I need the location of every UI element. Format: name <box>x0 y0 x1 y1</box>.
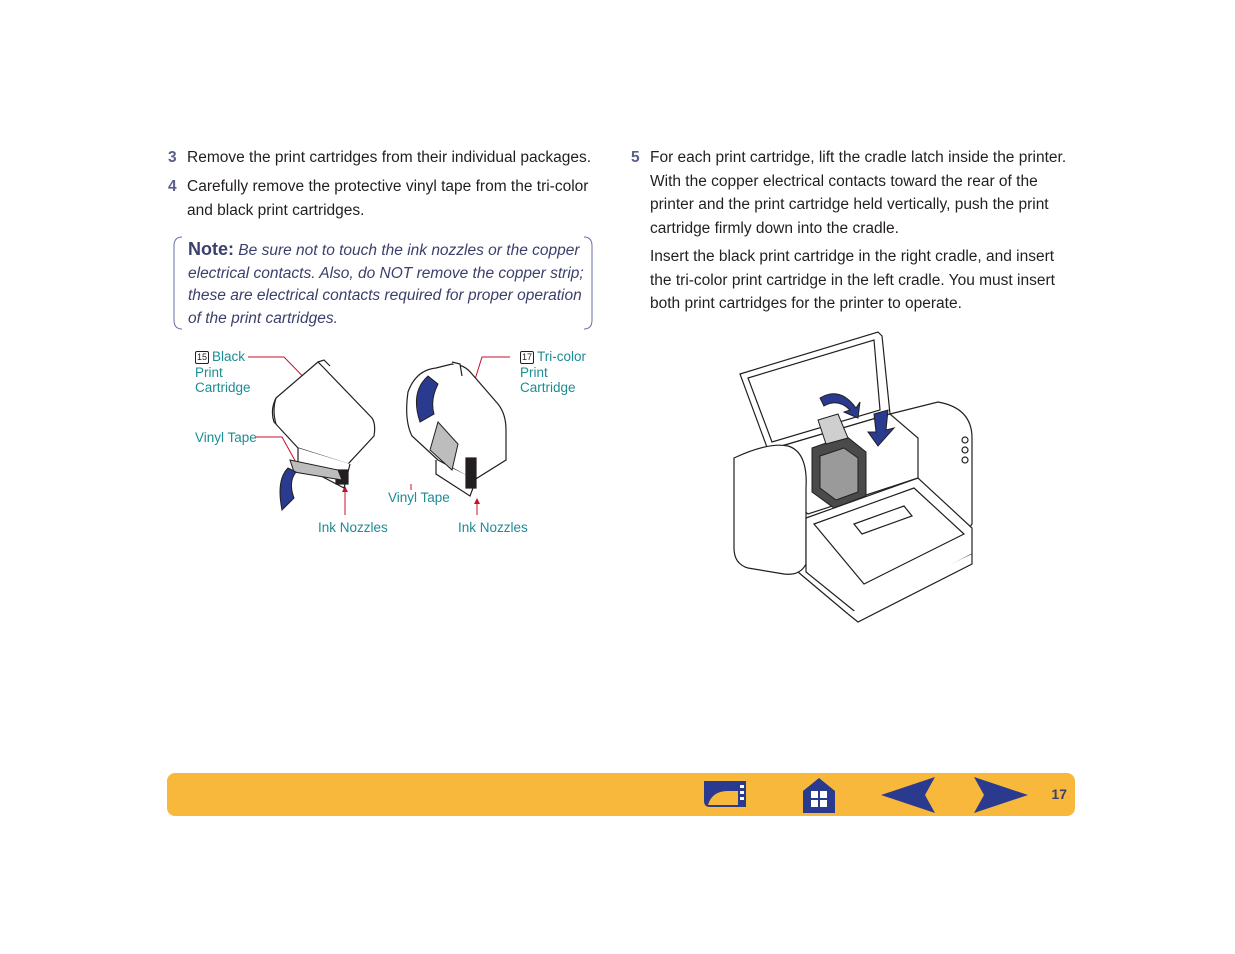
tricolor-cartridge <box>406 361 507 497</box>
insert-line-2: the tri-color print cartridge in the lef… <box>650 271 1055 289</box>
black-label-line-2: Print <box>195 364 223 380</box>
step-4-number: 4 <box>168 178 177 195</box>
printer-lid <box>739 331 891 451</box>
insert-line-3: both print cartridges for the printer to… <box>650 295 962 312</box>
step-3: 3 Remove the print cartridges from their… <box>168 146 592 170</box>
black-tape <box>289 459 343 481</box>
note-label: Note: <box>188 239 234 259</box>
label-ink-nozzles-left: Ink Nozzles <box>318 520 388 535</box>
tricolor-tape <box>429 420 459 471</box>
note-line-2: electrical contacts. Also, do NOT remove… <box>188 264 584 282</box>
tricolor-label-line-3: Cartridge <box>520 380 576 395</box>
printer-body-left <box>733 444 807 575</box>
note-line-1: Be sure not to touch the ink nozzles or … <box>234 242 580 259</box>
black-label-line-1: Black <box>212 349 246 364</box>
label-ink-nozzles-right: Ink Nozzles <box>458 520 528 535</box>
step-3-number: 3 <box>168 149 177 166</box>
step-4-line-2: and black print cartridges. <box>187 201 365 219</box>
previous-page-icon[interactable] <box>879 777 939 813</box>
cartridges-illustration <box>248 356 510 515</box>
tricolor-cartridge-badge: 17 <box>520 351 535 364</box>
note-line-4: of the print cartridges. <box>188 309 338 327</box>
step-5-line-2: With the copper electrical contacts towa… <box>650 172 1038 190</box>
next-page-icon[interactable] <box>970 777 1030 813</box>
page-number: 17 <box>1051 786 1067 802</box>
navigation-bar: 17 <box>167 773 1075 816</box>
black-tape-arrow <box>279 467 297 512</box>
cartridge-cradle <box>811 413 867 509</box>
note: Note: Be sure not to touch the ink nozzl… <box>188 238 588 330</box>
tricolor-label-line-1: Tri-color <box>537 349 587 364</box>
label-vinyl-tape-left: Vinyl Tape <box>195 430 257 445</box>
insert-paragraph: Insert the black print cartridge in the … <box>650 245 1080 316</box>
cartridge-arrow-down <box>867 409 896 447</box>
step-3-text: Remove the print cartridges from their i… <box>187 149 592 166</box>
step-5-line-4: cartridge firmly down into the cradle. <box>650 219 899 237</box>
printer-illustration <box>733 331 973 623</box>
tricolor-tape-arrow <box>415 375 439 423</box>
home-icon[interactable] <box>799 777 839 813</box>
step-4-line-1: Carefully remove the protective vinyl ta… <box>187 178 589 195</box>
cartridge-arrow-curved <box>819 393 861 419</box>
note-line-3: these are electrical contacts required f… <box>188 287 582 304</box>
insert-line-1: Insert the black print cartridge in the … <box>650 248 1055 265</box>
step-5-number: 5 <box>631 149 640 166</box>
step-5-line-3: printer and the print cartridge held ver… <box>650 196 1049 213</box>
step-5-line-1: For each print cartridge, lift the cradl… <box>650 149 1067 166</box>
label-vinyl-tape-right: Vinyl Tape <box>388 490 450 505</box>
step-4: 4 Carefully remove the protective vinyl … <box>168 175 607 222</box>
contents-icon[interactable] <box>702 777 750 813</box>
step-5: 5 For each print cartridge, lift the cra… <box>631 146 1080 240</box>
tricolor-label-line-2: Print <box>520 364 548 380</box>
black-label-line-3: Cartridge <box>195 380 251 395</box>
note-bracket <box>173 236 593 330</box>
black-cartridge-badge: 15 <box>195 351 210 364</box>
